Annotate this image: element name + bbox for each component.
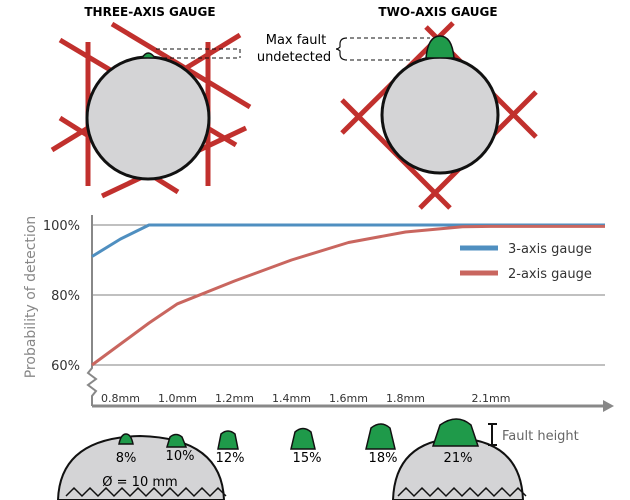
fault-bump-5: [365, 423, 396, 450]
fault-bump-4: [290, 427, 316, 450]
x-axis-arrow: [603, 400, 614, 412]
fault-bump-2: [165, 433, 188, 448]
callout-line-1: Max fault: [266, 33, 327, 48]
fault-bump-1: [118, 433, 134, 445]
legend-label-1: 3-axis gauge: [508, 242, 592, 257]
legend-label-2: 2-axis gauge: [508, 267, 592, 282]
x-tick-label: 2.1mm: [472, 392, 511, 405]
fault-bump-6: [431, 418, 480, 447]
y-tick-label: 80%: [51, 289, 80, 304]
y-axis: [86, 215, 98, 406]
percent-label-2: 10%: [166, 449, 195, 464]
series-line-1: [91, 223, 605, 258]
small-workpiece-hatch: [65, 486, 227, 498]
legend: 3-axis gauge 2-axis gauge: [460, 242, 592, 282]
percent-label-3: 12%: [216, 451, 245, 466]
y-axis-label: Probability of detection: [23, 216, 39, 379]
x-tick-label: 1.8mm: [386, 392, 425, 405]
large-workpiece-hatch: [397, 486, 527, 498]
fault-illustration: Ø = 10 mm Fault height 8% 10% 12% 15% 18…: [56, 418, 579, 500]
three-axis-title: THREE-AXIS GAUGE: [84, 5, 215, 19]
two-axis-title: TWO-AXIS GAUGE: [378, 5, 497, 19]
x-tick-label: 1.0mm: [158, 392, 197, 405]
series-line-2: [91, 224, 605, 367]
percent-label-4: 15%: [293, 451, 322, 466]
y-tick-label: 60%: [51, 359, 80, 374]
two-axis-diagram: TWO-AXIS GAUGE: [340, 5, 538, 210]
percent-label-6: 21%: [444, 451, 473, 466]
x-tick-label: 0.8mm: [101, 392, 140, 405]
three-axis-workpiece: [85, 55, 211, 181]
x-tick-label: 1.4mm: [272, 392, 311, 405]
chart: 60% 80% 100% 0.8mm 1.0mm 1.2mm 1.4mm 1.6mm 1.8m…: [23, 215, 614, 412]
three-axis-diagram: THREE-AXIS GAUGE: [50, 5, 252, 199]
x-tick-label: 1.2mm: [215, 392, 254, 405]
fault-bump-3: [217, 430, 239, 450]
callout-line-2: undetected: [257, 50, 331, 65]
series-lines: [91, 223, 605, 367]
small-workpiece: [56, 434, 226, 500]
fault-height-marker: [488, 423, 497, 446]
percent-label-1: 8%: [116, 451, 137, 466]
large-workpiece: [391, 436, 525, 500]
x-tick-label: 1.6mm: [329, 392, 368, 405]
diameter-label: Ø = 10 mm: [102, 475, 177, 490]
fault-height-label: Fault height: [502, 429, 579, 444]
percent-label-5: 18%: [369, 451, 398, 466]
two-axis-workpiece: [380, 55, 500, 175]
y-tick-labels: 60% 80% 100%: [43, 219, 80, 374]
two-axis-fault: [425, 35, 455, 59]
y-tick-label: 100%: [43, 219, 80, 234]
three-axis-fault: [140, 52, 157, 59]
x-tick-labels: 0.8mm 1.0mm 1.2mm 1.4mm 1.6mm 1.8mm 2.1mm: [101, 392, 510, 405]
